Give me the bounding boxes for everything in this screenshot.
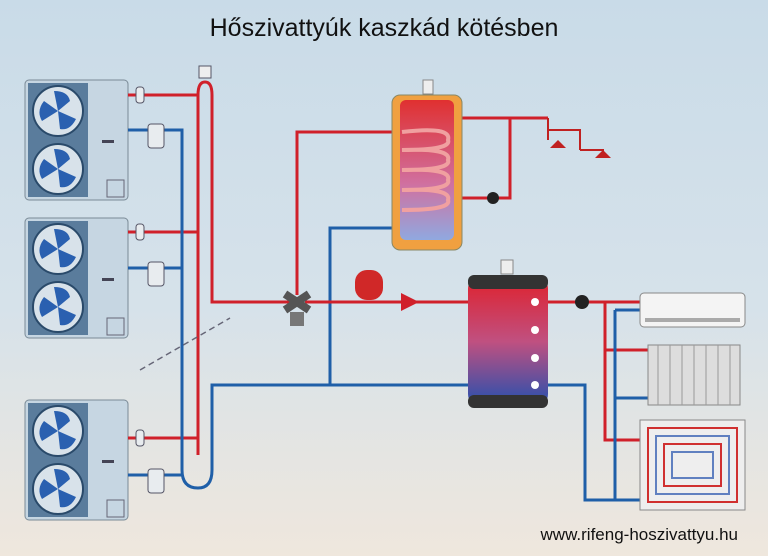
expansion-vessel: [355, 270, 383, 300]
diagram-title: Hőszivattyúk kaszkád kötésben: [209, 14, 559, 42]
underfloor-heating: [639, 419, 746, 511]
heat-pump-unit-3: [24, 399, 129, 521]
air-conditioner: [639, 292, 746, 328]
heat-pump-unit-1: [24, 79, 129, 201]
heat-pump-unit-2: [24, 217, 129, 339]
air-separators: [135, 65, 212, 494]
circulation-pump: [575, 295, 589, 309]
circulation-pump-dhw: [487, 192, 499, 204]
website-url: www.rifeng-hoszivattyu.hu: [540, 525, 738, 544]
buffer-tank: [468, 259, 548, 408]
three-way-valve: [282, 290, 312, 326]
shower-icon: [547, 118, 611, 158]
pipes: [128, 80, 648, 502]
radiator: [647, 344, 741, 406]
hot-water-tank: [391, 79, 463, 251]
